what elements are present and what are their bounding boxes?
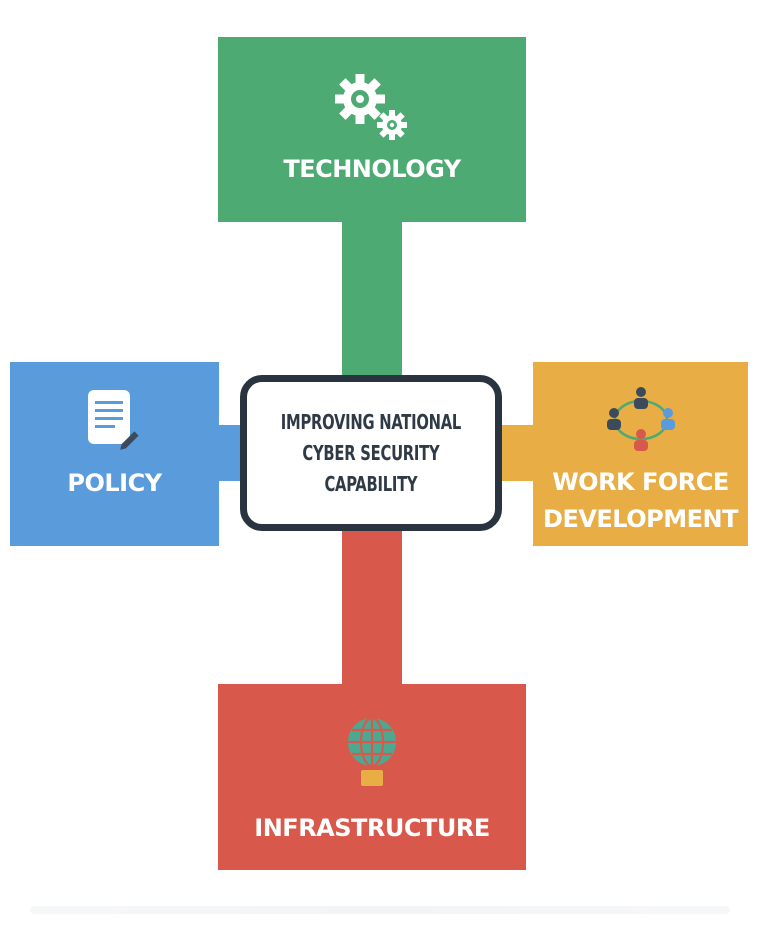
workforce-label-line2: DEVELOPMENT	[543, 505, 738, 533]
workforce-connector	[496, 425, 538, 481]
gears-icon	[335, 74, 407, 140]
infrastructure-label: INFRASTRUCTURE	[254, 814, 490, 842]
technology-connector	[342, 215, 402, 383]
policy-label: POLICY	[67, 469, 162, 497]
center-box: IMPROVING NATIONAL CYBER SECURITY CAPABI…	[240, 375, 502, 531]
workforce-label-line1: WORK FORCE	[552, 468, 729, 496]
infrastructure-connector	[342, 524, 402, 690]
center-line-2: CYBER SECURITY	[302, 440, 440, 465]
people-network-icon	[607, 387, 675, 451]
faint-caption-strip	[30, 906, 730, 914]
document-pen-icon	[88, 390, 139, 450]
center-text: IMPROVING NATIONAL CYBER SECURITY CAPABI…	[261, 407, 481, 500]
technology-label: TECHNOLOGY	[283, 155, 461, 183]
globe-lightbulb-icon	[348, 716, 396, 786]
center-line-1: IMPROVING NATIONAL	[280, 409, 462, 434]
technology-box: TECHNOLOGY	[218, 37, 526, 222]
center-line-3: CAPABILITY	[324, 471, 418, 496]
workforce-box: WORK FORCE DEVELOPMENT	[533, 362, 748, 546]
policy-box: POLICY	[10, 362, 219, 546]
infrastructure-box: INFRASTRUCTURE	[218, 684, 526, 870]
